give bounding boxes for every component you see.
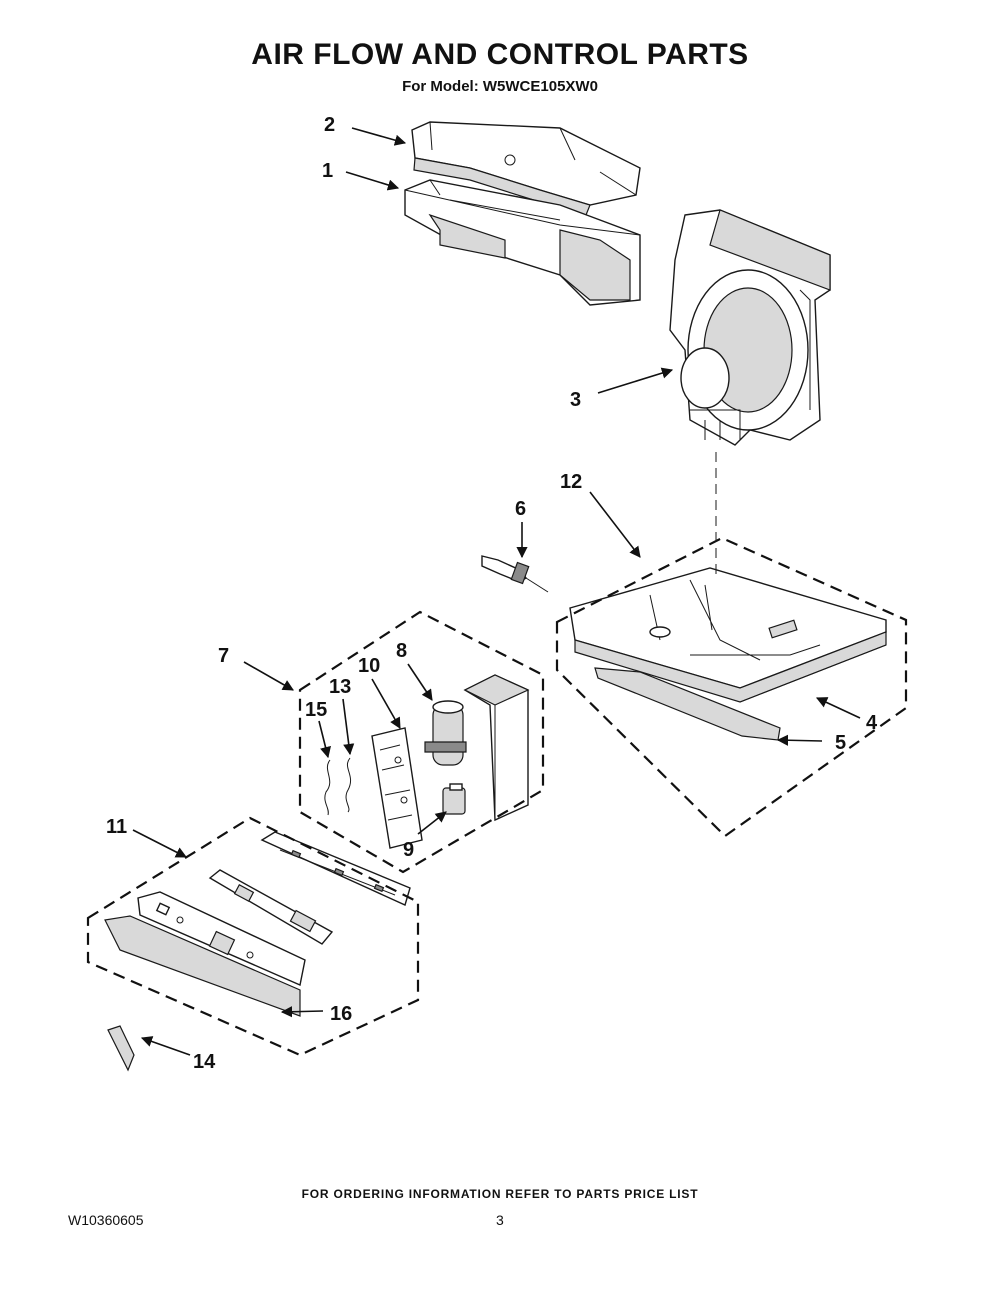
part-14-door-handle[interactable]	[107, 1025, 135, 1072]
part-12-base-pan[interactable]	[569, 567, 887, 703]
callout-1: 1	[322, 160, 333, 182]
callout-4: 4	[866, 712, 878, 734]
part-8-capacitor[interactable]	[424, 700, 467, 766]
page-title: AIR FLOW AND CONTROL PARTS	[251, 38, 749, 71]
control-box-enclosure	[463, 674, 530, 822]
callout-8: 8	[396, 640, 407, 662]
callout-5: 5	[835, 732, 846, 754]
callout-3: 3	[570, 389, 581, 411]
user-interface-board[interactable]	[208, 869, 334, 945]
part-1-air-duct[interactable]	[404, 179, 641, 306]
ordering-note: FOR ORDERING INFORMATION REFER TO PARTS …	[301, 1187, 699, 1201]
part-15-wire-harness[interactable]	[324, 759, 331, 816]
callout-6: 6	[515, 498, 526, 520]
page-number: 3	[496, 1212, 504, 1228]
part-13-wire-harness[interactable]	[345, 757, 352, 813]
part-2-duct-cover[interactable]	[411, 121, 641, 216]
callout-13: 13	[329, 676, 351, 698]
callout-15: 15	[305, 699, 327, 721]
part-6-sensor[interactable]	[481, 555, 549, 593]
document-number: W10360605	[68, 1212, 144, 1228]
callout-16: 16	[330, 1003, 352, 1025]
callout-12: 12	[560, 471, 582, 493]
callout-9: 9	[403, 839, 414, 861]
part-16-console-trim[interactable]	[104, 891, 306, 1017]
part-10-control-board[interactable]	[371, 727, 423, 849]
part-9-transformer[interactable]	[442, 783, 466, 815]
group-box-11	[86, 816, 420, 1057]
part-4-pan-edge[interactable]	[739, 644, 887, 703]
callout-10: 10	[358, 655, 380, 677]
group-box-7	[298, 610, 545, 874]
callout-11: 11	[106, 816, 127, 838]
part-3-blower-housing[interactable]	[669, 209, 831, 446]
callout-14: 14	[193, 1051, 216, 1073]
part-11-control-panel-frame[interactable]	[260, 831, 411, 906]
model-subtitle: For Model: W5WCE105XW0	[402, 78, 598, 95]
callout-7: 7	[218, 645, 229, 667]
callout-2: 2	[324, 114, 335, 136]
group-box-12	[555, 536, 908, 838]
